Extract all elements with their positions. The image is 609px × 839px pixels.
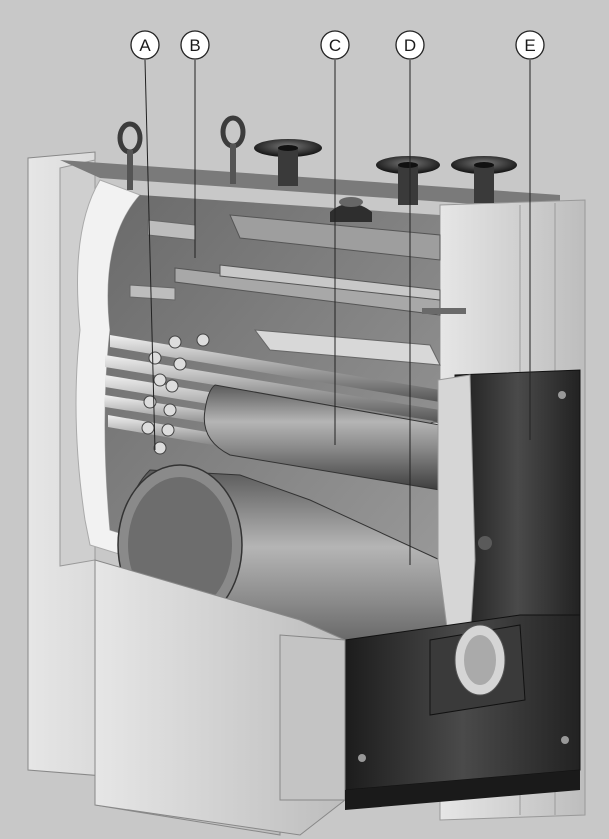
base-corner-panel xyxy=(279,634,346,801)
door-bolt-4 xyxy=(561,736,569,744)
door-bolt-1 xyxy=(558,391,566,399)
callout-b-label: B xyxy=(189,36,200,55)
callout-e-label: E xyxy=(524,36,535,55)
callout-e: E xyxy=(515,30,545,60)
callout-a: A xyxy=(130,30,160,60)
baffle-2 xyxy=(129,284,176,301)
callout-b: B xyxy=(180,30,210,60)
base-shadow xyxy=(345,770,580,810)
top-mesh-insulation xyxy=(60,160,560,210)
callout-d: D xyxy=(395,30,425,60)
callout-d-label: D xyxy=(404,36,416,55)
pipe-connection-1 xyxy=(254,139,322,186)
door-bolt-3 xyxy=(358,754,366,762)
callout-c-label: C xyxy=(329,36,341,55)
upper-flue-cylinder xyxy=(203,384,441,491)
safety-valve xyxy=(330,197,372,222)
leader-line-a xyxy=(144,59,156,451)
callout-a-label: A xyxy=(139,36,151,55)
pipe-connection-3 xyxy=(451,156,517,203)
baffle-4 xyxy=(219,264,441,301)
burner-port-inner xyxy=(464,635,496,685)
callout-c: C xyxy=(320,30,350,60)
perforated-plate xyxy=(253,329,441,366)
lifting-eye-right xyxy=(220,115,246,184)
side-pin-upper xyxy=(422,308,466,314)
lifting-eye-left xyxy=(117,121,143,190)
side-pin-lower xyxy=(478,536,492,550)
pipe-connection-2 xyxy=(376,156,440,205)
